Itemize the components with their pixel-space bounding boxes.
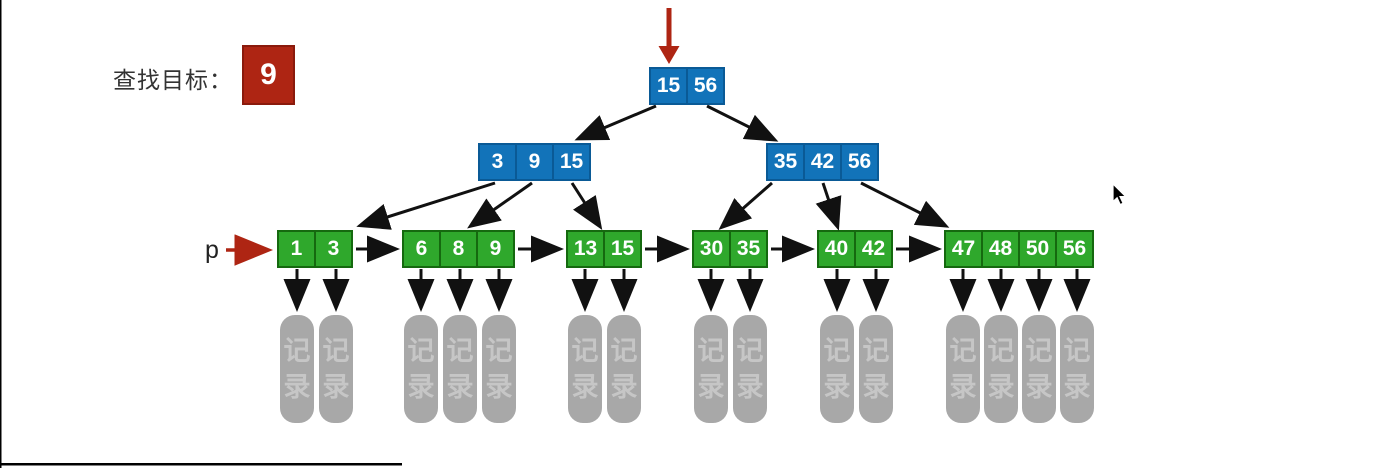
leaf-key-cell: 42 (854, 230, 893, 268)
search-target-label: 查找目标： (113, 67, 233, 93)
record-char: 记 (485, 335, 513, 366)
leaf-key-cell: 47 (944, 230, 983, 268)
tree-edges-internal-left (356, 181, 603, 231)
record-char: 录 (446, 371, 474, 402)
leaf-node-2: 6 8 9 (402, 230, 515, 268)
record-char: 录 (1063, 371, 1091, 402)
internal-key-cell: 35 (766, 143, 805, 181)
record-char: 记 (823, 335, 851, 366)
record-char: 录 (407, 371, 435, 402)
leaf-key-cell: 1 (277, 230, 316, 268)
record-char: 记 (697, 335, 725, 366)
record-char: 记 (407, 335, 435, 366)
record-box: 记录 (319, 315, 353, 423)
record-char: 录 (610, 371, 638, 402)
leaf-node-3: 13 15 (566, 230, 642, 268)
leaf-key-cell: 30 (692, 230, 731, 268)
record-char: 录 (736, 371, 764, 402)
record-box: 记录 (568, 315, 602, 423)
record-char: 录 (987, 371, 1015, 402)
record-box: 记录 (443, 315, 477, 423)
record-box: 记录 (946, 315, 980, 423)
record-char: 录 (283, 371, 311, 402)
record-box: 记录 (1022, 315, 1056, 423)
mouse-cursor (1112, 182, 1128, 206)
root-key-cell: 15 (649, 67, 688, 105)
internal-key-cell: 15 (552, 143, 591, 181)
record-char: 记 (736, 335, 764, 366)
record-box: 记录 (733, 315, 767, 423)
root-pointer-arrow (658, 8, 680, 64)
record-char: 记 (862, 335, 890, 366)
record-char: 录 (571, 371, 599, 402)
record-box: 记录 (1060, 315, 1094, 423)
leaf-key-cell: 13 (566, 230, 605, 268)
record-box: 记录 (482, 315, 516, 423)
record-arrows (283, 269, 1091, 312)
leaf-key-cell: 56 (1055, 230, 1094, 268)
record-box: 记录 (859, 315, 893, 423)
leaf-node-5: 40 42 (817, 230, 893, 268)
leaf-key-cell: 40 (817, 230, 856, 268)
internal-key-cell: 9 (515, 143, 554, 181)
record-char: 记 (571, 335, 599, 366)
record-char: 录 (862, 371, 890, 402)
search-target-value-box: 9 (242, 45, 295, 105)
search-target-value: 9 (260, 58, 277, 91)
internal-key-cell: 56 (840, 143, 879, 181)
record-box: 记录 (694, 315, 728, 423)
tree-edges-internal-right (718, 181, 950, 231)
root-node: 15 56 (649, 67, 725, 105)
record-char: 记 (446, 335, 474, 366)
leaf-key-cell: 3 (314, 230, 353, 268)
record-char: 录 (823, 371, 851, 402)
leaf-key-cell: 35 (729, 230, 768, 268)
leaf-node-4: 30 35 (692, 230, 768, 268)
internal-node-left: 3 9 15 (478, 143, 591, 181)
leaf-key-cell: 50 (1018, 230, 1057, 268)
record-box: 记录 (280, 315, 314, 423)
record-char: 录 (949, 371, 977, 402)
record-char: 记 (322, 335, 350, 366)
record-char: 记 (1025, 335, 1053, 366)
record-char: 录 (697, 371, 725, 402)
root-key-cell: 56 (686, 67, 725, 105)
pointer-p-label: p (205, 236, 219, 264)
internal-key-cell: 3 (478, 143, 517, 181)
record-char: 录 (485, 371, 513, 402)
record-char: 记 (949, 335, 977, 366)
record-char: 录 (1025, 371, 1053, 402)
record-char: 录 (322, 371, 350, 402)
record-box: 记录 (607, 315, 641, 423)
record-box: 记录 (820, 315, 854, 423)
record-char: 记 (283, 335, 311, 366)
record-box: 记录 (984, 315, 1018, 423)
record-char: 记 (610, 335, 638, 366)
leaf-key-cell: 6 (402, 230, 441, 268)
internal-node-right: 35 42 56 (766, 143, 879, 181)
leaf-key-cell: 8 (439, 230, 478, 268)
tree-edges-root (574, 104, 779, 142)
record-char: 记 (987, 335, 1015, 366)
leaf-node-6: 47 48 50 56 (944, 230, 1094, 268)
internal-key-cell: 42 (803, 143, 842, 181)
leaf-node-1: 1 3 (277, 230, 353, 268)
record-box: 记录 (404, 315, 438, 423)
leaf-key-cell: 9 (476, 230, 515, 268)
leaf-key-cell: 15 (603, 230, 642, 268)
record-char: 记 (1063, 335, 1091, 366)
leaf-key-cell: 48 (981, 230, 1020, 268)
